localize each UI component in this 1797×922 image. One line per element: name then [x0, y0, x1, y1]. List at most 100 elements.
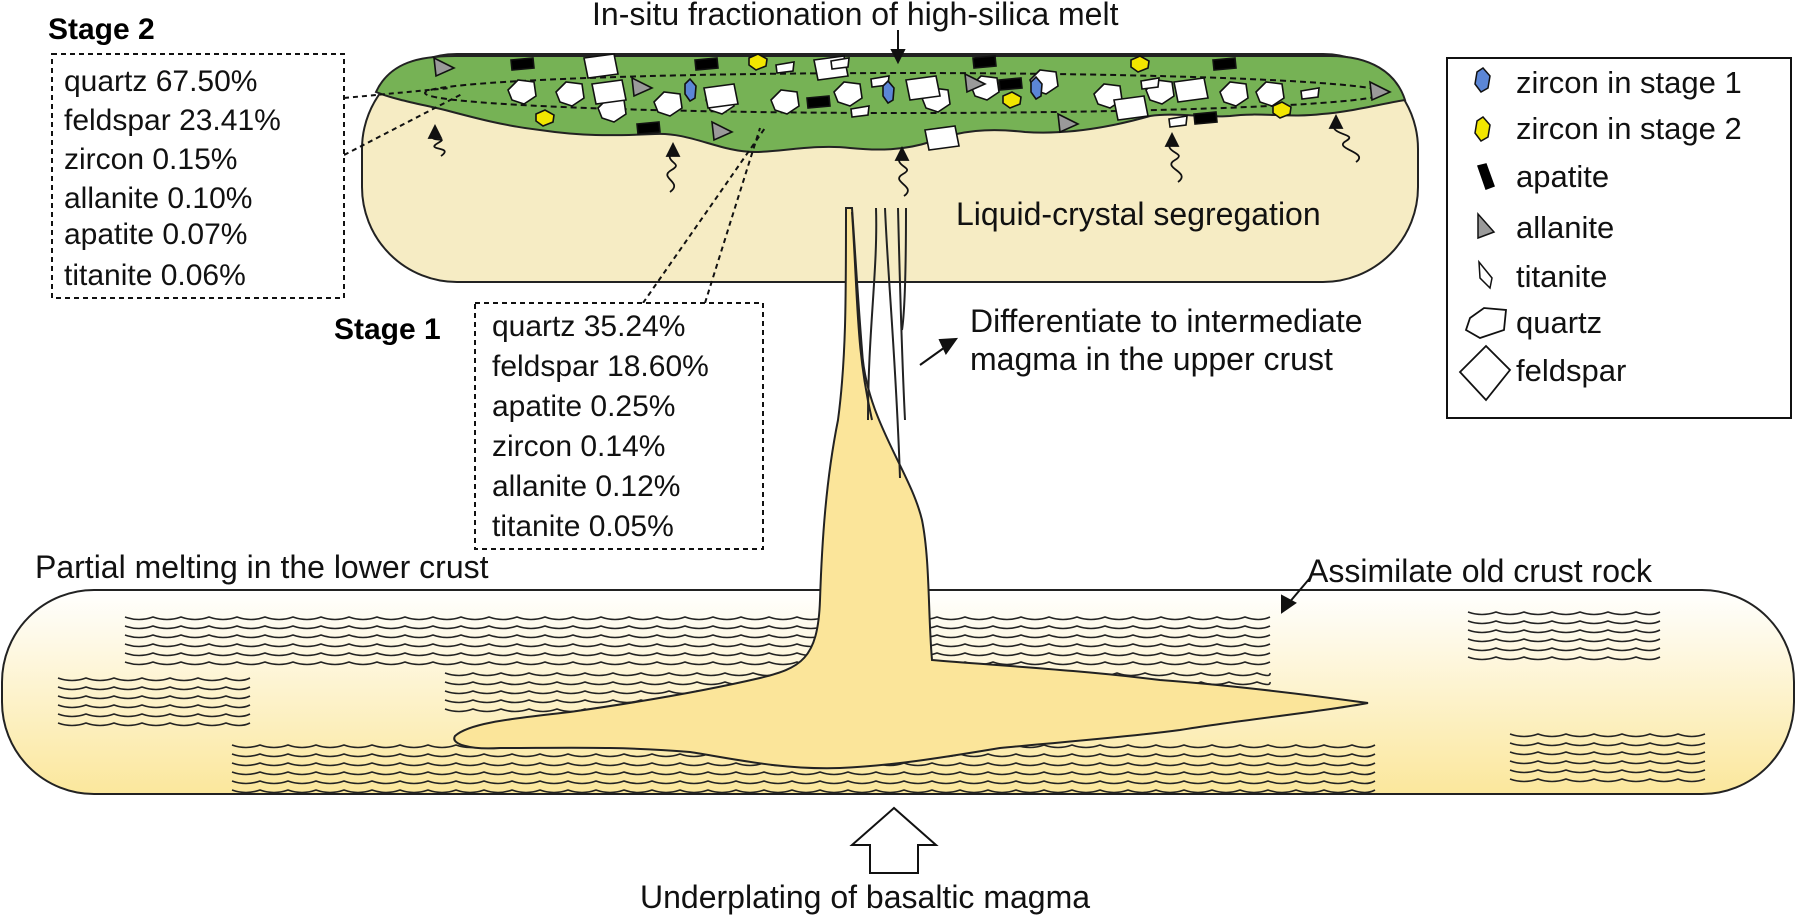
legend-item-allanite: allanite — [1477, 210, 1614, 245]
apatite-icon — [1477, 163, 1495, 190]
legend-label: apatite — [1516, 159, 1609, 194]
crystal — [1057, 112, 1080, 134]
feldspar-icon — [1458, 344, 1512, 402]
rock-band-line — [1509, 778, 1706, 783]
stage1-title: Stage 1 — [334, 313, 441, 346]
rock-band-line — [231, 780, 1376, 785]
underplating-arrow-icon — [849, 806, 939, 874]
rock-band-line — [124, 634, 1271, 639]
crystal — [770, 89, 800, 115]
stage1-box — [474, 302, 764, 550]
differentiate-label-line2: magma in the upper crust — [970, 341, 1333, 377]
rock-band-line — [124, 661, 1271, 666]
rock-band-line — [1509, 742, 1706, 747]
crystal — [924, 125, 960, 151]
rock-band-line — [231, 789, 1376, 794]
legend-item-quartz: quartz — [1464, 305, 1602, 340]
rock-band-line — [57, 704, 251, 709]
crystal — [964, 72, 987, 94]
legend-label: zircon in stage 2 — [1516, 111, 1742, 146]
crystal — [1002, 91, 1022, 109]
legend: zircon in stage 1 zircon in stage 2 apat… — [1458, 65, 1742, 402]
crystal — [433, 56, 456, 78]
stage1-mineral-list: quartz 35.24% feldspar 18.60% apatite 0.… — [492, 310, 709, 543]
heat-arrow-head — [1164, 131, 1180, 147]
segregation-label: Liquid-crystal segregation — [956, 196, 1321, 232]
pointer-arrows — [890, 30, 1311, 614]
rock-band-line — [57, 695, 251, 700]
stage1-mineral: titanite 0.05% — [492, 510, 674, 543]
stage2-mineral: feldspar 23.41% — [64, 104, 281, 137]
crystal — [694, 57, 719, 71]
crystal — [806, 95, 831, 109]
crystal — [1369, 80, 1392, 102]
crystal — [636, 121, 661, 135]
crystal — [775, 61, 795, 74]
rock-band-line — [1509, 751, 1706, 756]
crystal — [583, 53, 619, 79]
crystal — [1300, 87, 1320, 100]
crystal — [1272, 101, 1292, 119]
stage2-mineral: quartz 67.50% — [64, 65, 257, 98]
crystal — [998, 77, 1023, 91]
crystal — [882, 79, 895, 105]
rock-band-line — [1467, 629, 1661, 634]
crystal — [1140, 77, 1160, 90]
crystal — [1168, 115, 1188, 128]
partial-melting-label: Partial melting in the lower crust — [35, 549, 489, 585]
stage2-mineral: allanite 0.10% — [64, 182, 252, 215]
crystal — [555, 81, 585, 107]
stage2-mineral: apatite 0.07% — [64, 218, 247, 251]
stage2-title: Stage 2 — [48, 13, 155, 46]
stage1-mineral: allanite 0.12% — [492, 470, 680, 503]
underplating-label: Underplating of basaltic magma — [640, 879, 1090, 915]
legend-item-apatite: apatite — [1477, 159, 1609, 194]
rock-band-line — [1467, 620, 1661, 625]
crystal — [1219, 81, 1249, 107]
rock-band-line — [1509, 769, 1706, 774]
crystal — [905, 75, 941, 101]
legend-label: titanite — [1516, 259, 1607, 294]
callout-lines — [343, 87, 766, 304]
crystal — [748, 53, 768, 71]
stage2-mineral: zircon 0.15% — [64, 143, 237, 176]
stage1-mineral: zircon 0.14% — [492, 430, 665, 463]
heat-arrow-head — [894, 145, 910, 161]
rock-band-line — [57, 686, 251, 691]
rock-band-line — [1467, 656, 1661, 661]
rock-band-line — [1509, 760, 1706, 765]
crystal — [1130, 55, 1150, 73]
crystals — [433, 53, 1392, 151]
rock-band-line — [57, 677, 251, 682]
heat-arrow-line — [898, 151, 909, 197]
insitu-label: In-situ fractionation of high-silica mel… — [592, 0, 1119, 32]
crystal — [1030, 75, 1043, 101]
rock-band-line — [124, 616, 1271, 621]
legend-item-zircon-stage1: zircon in stage 1 — [1474, 65, 1742, 100]
assimilate-label: Assimilate old crust rock — [1307, 553, 1653, 589]
legend-box — [1446, 57, 1792, 419]
rock-band-line — [124, 643, 1271, 648]
rock-band-line — [1509, 733, 1706, 738]
crystal — [510, 57, 535, 71]
crystal — [1113, 95, 1149, 121]
crystal — [711, 120, 734, 142]
crystal — [703, 83, 739, 109]
legend-label: zircon in stage 1 — [1516, 65, 1742, 100]
legend-item-feldspar: feldspar — [1458, 344, 1626, 402]
rock-band-line — [57, 713, 251, 718]
titanite-icon — [1478, 259, 1493, 290]
rock-band-line — [1467, 638, 1661, 643]
stage2-mineral: titanite 0.06% — [64, 259, 246, 292]
legend-label: feldspar — [1516, 353, 1626, 388]
legend-item-titanite: titanite — [1478, 259, 1607, 294]
zircon-stage2-icon — [1474, 116, 1491, 142]
stage1-mineral: feldspar 18.60% — [492, 350, 709, 383]
heat-arrow-head — [1328, 113, 1344, 129]
crystal — [653, 91, 683, 117]
stage1-mineral: quartz 35.24% — [492, 310, 685, 343]
crystal — [1255, 81, 1285, 107]
crystal — [1173, 77, 1209, 103]
differentiate-label-line1: Differentiate to intermediate — [970, 303, 1363, 339]
legend-label: allanite — [1516, 210, 1614, 245]
